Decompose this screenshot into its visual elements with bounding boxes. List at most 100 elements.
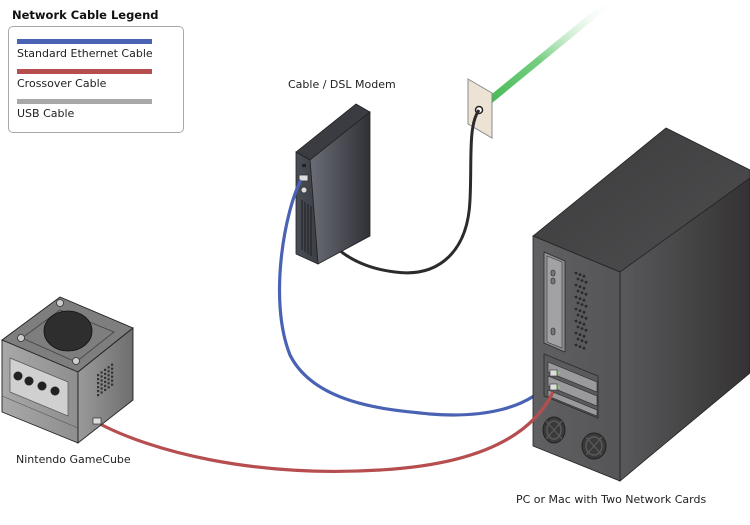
vent-hole <box>574 295 578 299</box>
controller-port-icon <box>37 381 47 391</box>
pc-tower <box>532 127 750 482</box>
vent-hole <box>574 319 578 323</box>
controller-port-icon <box>13 371 23 381</box>
vent-hole <box>578 309 582 312</box>
vent-hole <box>100 383 103 386</box>
vent-hole <box>576 325 580 329</box>
vent-hole <box>111 375 114 378</box>
modem-ethernet-port-icon <box>298 174 309 182</box>
pc-drive-button-icon <box>550 327 556 336</box>
legend-swatch-usb <box>17 99 152 104</box>
vent-hole <box>582 346 586 350</box>
vent-hole <box>576 301 580 305</box>
vent-hole <box>574 307 578 311</box>
vent-hole <box>104 376 107 379</box>
vent-hole <box>580 279 584 282</box>
vent-hole <box>582 310 586 314</box>
pc-ethernet-port-1-icon <box>549 369 558 377</box>
vent-hole <box>107 378 110 381</box>
gamecube-ethernet-port-icon <box>92 417 102 425</box>
pc-slot-cover <box>547 389 598 417</box>
vent-hole <box>100 391 103 394</box>
pc-card-led-icon <box>558 386 560 388</box>
vent-hole <box>578 333 582 336</box>
modem-label: Cable / DSL Modem <box>288 78 396 91</box>
vent-hole <box>576 337 580 341</box>
vent-hole <box>104 380 107 383</box>
internet-uplink-line <box>475 0 615 113</box>
gamecube <box>1 296 134 444</box>
vent-hole <box>104 372 107 375</box>
modem-vent <box>301 200 312 256</box>
vent-hole <box>576 313 580 317</box>
gamecube-screw-icon <box>72 357 80 365</box>
vent-hole <box>578 321 582 324</box>
vent-hole <box>97 382 100 385</box>
modem-coax-port-icon <box>300 186 308 194</box>
vent-hole <box>574 283 578 287</box>
vent-hole <box>107 370 110 373</box>
controller-port-icon <box>24 376 34 386</box>
gamecube-disc-lid <box>43 310 93 352</box>
controller-port-icon <box>50 386 60 396</box>
vent-hole <box>582 274 586 278</box>
legend-title: Network Cable Legend <box>12 8 159 22</box>
pc-fan-1-icon <box>542 416 566 444</box>
vent-hole <box>584 280 588 284</box>
legend-label-usb: USB Cable <box>17 107 75 120</box>
vent-hole <box>100 371 103 374</box>
vent-hole <box>578 345 582 348</box>
vent-hole <box>580 291 584 294</box>
vent-hole <box>111 371 114 374</box>
pc-ethernet-port-2-icon <box>549 383 558 391</box>
vent-hole <box>578 273 582 276</box>
vent-hole <box>107 386 110 389</box>
vent-hole <box>580 339 584 342</box>
vent-hole <box>100 379 103 382</box>
pc-vent-grille <box>574 271 588 350</box>
vent-hole <box>582 334 586 338</box>
modem-led-icon <box>302 164 306 167</box>
vent-hole <box>111 363 114 366</box>
vent-hole <box>580 303 584 306</box>
legend-label-crossover: Crossover Cable <box>17 77 107 90</box>
vent-hole <box>97 394 100 397</box>
modem <box>295 103 371 265</box>
vent-hole <box>104 388 107 391</box>
vent-hole <box>574 343 578 347</box>
gamecube-screw-icon <box>56 299 64 307</box>
vent-hole <box>578 297 582 300</box>
vent-hole <box>576 289 580 293</box>
vent-hole <box>584 316 588 320</box>
gamecube-vent-grille <box>97 363 114 397</box>
vent-hole <box>107 374 110 377</box>
vent-hole <box>100 375 103 378</box>
legend-item-crossover: Crossover Cable <box>17 69 177 90</box>
vent-hole <box>580 327 584 330</box>
vent-hole <box>582 286 586 290</box>
vent-hole <box>578 285 582 288</box>
vent-hole <box>111 383 114 386</box>
vent-hole <box>582 322 586 326</box>
pc-network-card-1 <box>547 361 598 393</box>
vent-hole <box>574 271 578 275</box>
vent-hole <box>582 298 586 302</box>
vent-hole <box>100 387 103 390</box>
vent-hole <box>97 390 100 393</box>
vent-hole <box>107 382 110 385</box>
vent-hole <box>576 277 580 281</box>
vent-hole <box>584 340 588 344</box>
vent-hole <box>584 292 588 296</box>
vent-hole <box>584 304 588 308</box>
vent-hole <box>104 368 107 371</box>
vent-hole <box>111 379 114 382</box>
pc-label: PC or Mac with Two Network Cards <box>516 493 707 506</box>
vent-hole <box>111 367 114 370</box>
ethernet-cable <box>277 179 555 417</box>
pc-drive-button-icon <box>550 269 556 277</box>
gamecube-screw-icon <box>17 334 25 342</box>
vent-hole <box>97 374 100 377</box>
crossover-cable <box>99 391 555 473</box>
legend: Standard Ethernet Cable Crossover Cable … <box>8 26 184 133</box>
